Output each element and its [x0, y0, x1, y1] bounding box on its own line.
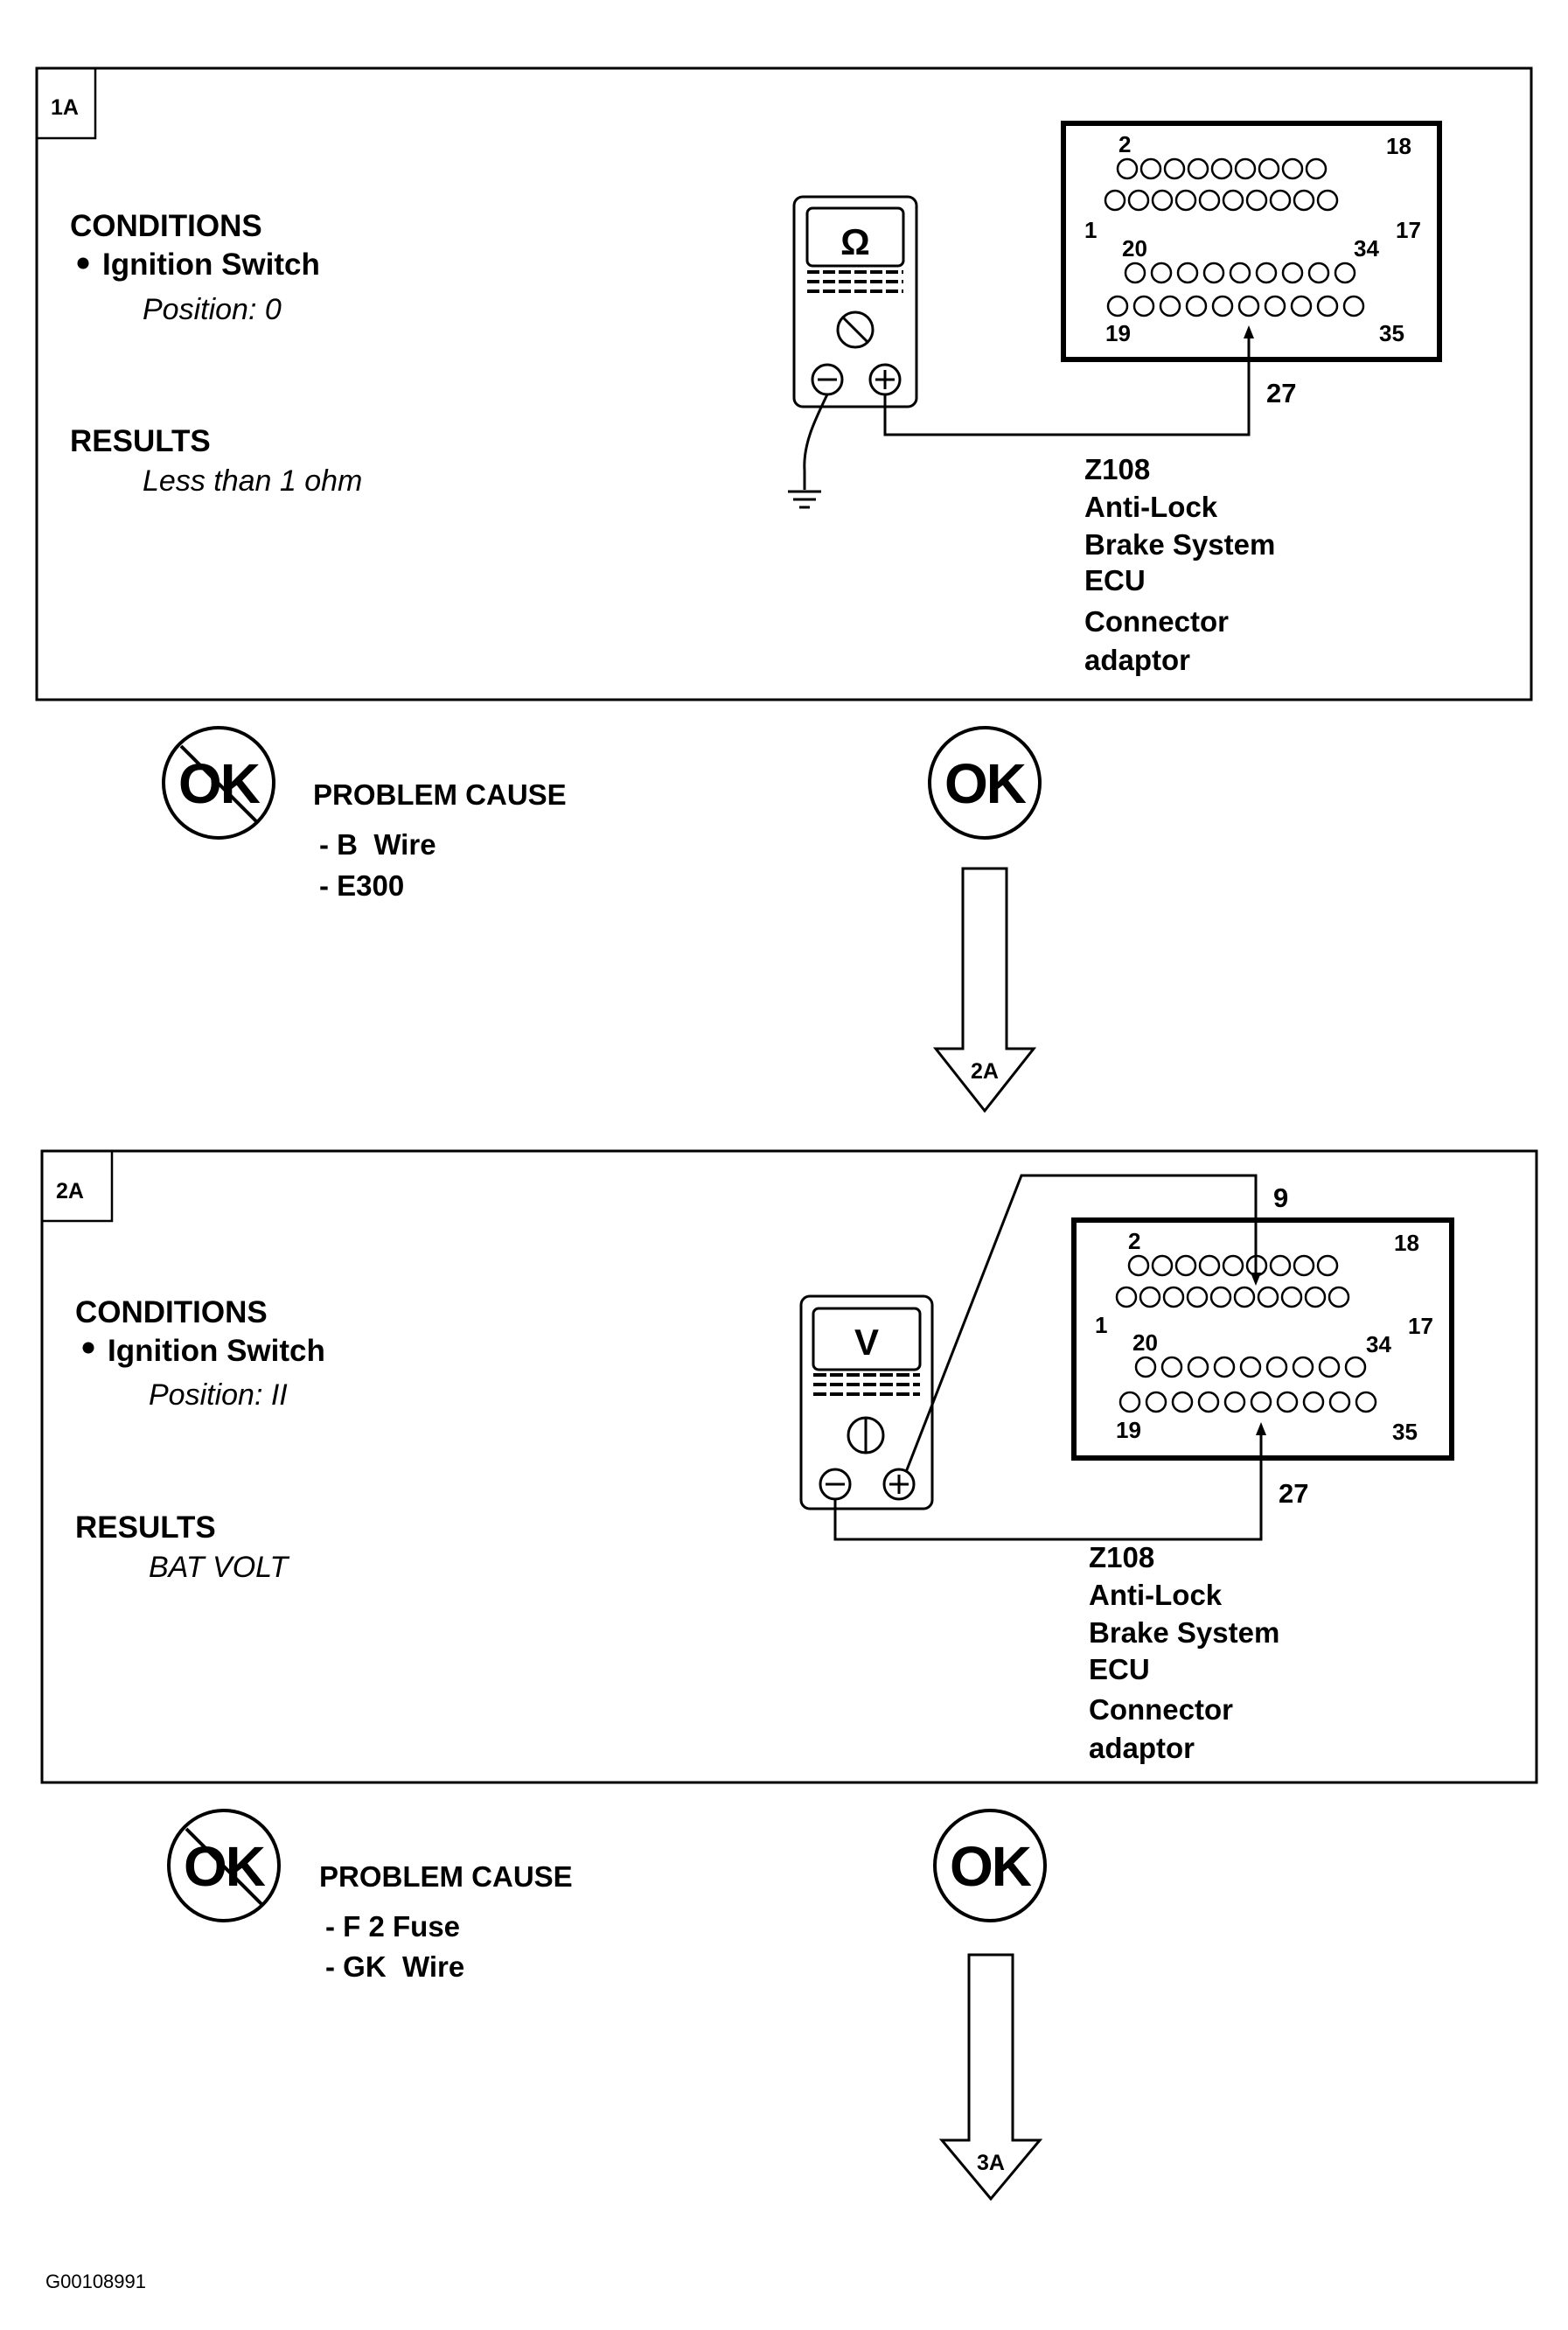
not-ok-icon: OK [167, 1809, 281, 1922]
ground-icon [788, 394, 829, 509]
conditions-heading: CONDITIONS [75, 1295, 268, 1329]
next-step-arrow: 2A [932, 867, 1037, 1113]
meter-symbol: V [854, 1322, 879, 1363]
meter-symbol: Ω [840, 221, 870, 262]
next-step-label: 2A [971, 1059, 999, 1084]
pin-label: 19 [1116, 1417, 1141, 1443]
wire-label: 27 [1266, 378, 1296, 408]
ok-label: OK [950, 1835, 1032, 1898]
bullet-icon [77, 257, 89, 269]
pin-label: 35 [1392, 1419, 1418, 1445]
bullet-icon [82, 1342, 94, 1354]
pin-label: 34 [1366, 1331, 1391, 1357]
connector-caption: Brake System [1084, 528, 1275, 561]
not-ok-icon: OK [162, 726, 275, 840]
problem-cause-item: - GK Wire [325, 1950, 464, 1983]
probe-wire-27 [883, 334, 1251, 436]
pin-label: 20 [1132, 1329, 1158, 1356]
pin-label: 17 [1396, 217, 1421, 243]
step-2a-tag-box [40, 1149, 114, 1223]
probe-wire-9 [904, 1174, 1258, 1473]
wire-label: 27 [1279, 1478, 1308, 1509]
conditions-heading: CONDITIONS [70, 209, 262, 243]
connector-caption: Connector [1084, 605, 1229, 638]
figure-id: G00108991 [45, 2271, 146, 2292]
pin-label: 2 [1128, 1228, 1140, 1254]
pin-label: 34 [1354, 235, 1379, 262]
problem-cause-item: - B Wire [319, 828, 436, 861]
results-heading: RESULTS [75, 1510, 216, 1545]
step-2a-frame [40, 1149, 1538, 1784]
next-step-label: 3A [977, 2151, 1005, 2175]
connector-caption: Z108 [1084, 453, 1150, 485]
ok-icon: OK [928, 726, 1042, 840]
connector-2a: 2 18 1 17 20 34 19 35 [1071, 1217, 1454, 1461]
pin-label: 19 [1105, 320, 1131, 346]
connector-caption: Anti-Lock [1089, 1579, 1223, 1611]
problem-cause-item: - F 2 Fuse [325, 1910, 460, 1943]
ok-icon: OK [933, 1809, 1047, 1922]
problem-cause-heading: PROBLEM CAUSE [319, 1860, 573, 1893]
pin-label: 18 [1386, 133, 1411, 159]
pin-label: 17 [1408, 1313, 1433, 1339]
connector-caption: Connector [1089, 1693, 1233, 1726]
connector-caption: ECU [1089, 1653, 1150, 1685]
problem-cause-item: - E300 [319, 869, 404, 902]
step-1a-frame [35, 66, 1533, 701]
step-1a-tag: 1A [51, 95, 79, 120]
connector-caption: Brake System [1089, 1616, 1279, 1649]
problem-cause-heading: PROBLEM CAUSE [313, 778, 567, 811]
connector-caption: Anti-Lock [1084, 491, 1218, 523]
condition-item: Ignition Switch [108, 1334, 325, 1368]
pin-label: 35 [1379, 320, 1404, 346]
ok-label: OK [944, 752, 1027, 815]
pin-label: 20 [1122, 235, 1147, 262]
pin-label: 1 [1095, 1312, 1107, 1338]
condition-value: Position: 0 [143, 293, 282, 326]
results-value: Less than 1 ohm [143, 464, 362, 498]
results-heading: RESULTS [70, 424, 211, 458]
connector-caption: Z108 [1089, 1541, 1154, 1573]
voltmeter-icon: V [799, 1294, 934, 1510]
step-2a-panel: 2A CONDITIONS Ignition Switch Position: … [40, 1149, 1538, 1784]
condition-value: Position: II [149, 1378, 288, 1412]
ohmmeter-icon: Ω [792, 195, 918, 408]
step-1a-tag-box [35, 66, 97, 140]
probe-arrow [1256, 1422, 1266, 1435]
wire-label: 9 [1273, 1182, 1288, 1213]
connector-caption: adaptor [1084, 644, 1190, 676]
pin-label: 1 [1084, 217, 1097, 243]
connector-caption: ECU [1084, 564, 1146, 596]
step-1a-panel: 1A CONDITIONS Ignition Switch Position: … [35, 66, 1533, 701]
connector-caption: adaptor [1089, 1732, 1195, 1764]
pin-label: 2 [1119, 131, 1131, 157]
next-step-arrow: 3A [938, 1953, 1043, 2201]
probe-wire-27 [833, 1431, 1263, 1541]
pin-label: 18 [1394, 1230, 1419, 1256]
results-value: BAT VOLT [149, 1551, 290, 1584]
connector-1a: 2 18 1 17 20 34 19 35 [1061, 121, 1442, 362]
probe-arrow [1244, 325, 1254, 338]
step-2a-tag: 2A [56, 1179, 84, 1203]
condition-item: Ignition Switch [102, 248, 320, 282]
